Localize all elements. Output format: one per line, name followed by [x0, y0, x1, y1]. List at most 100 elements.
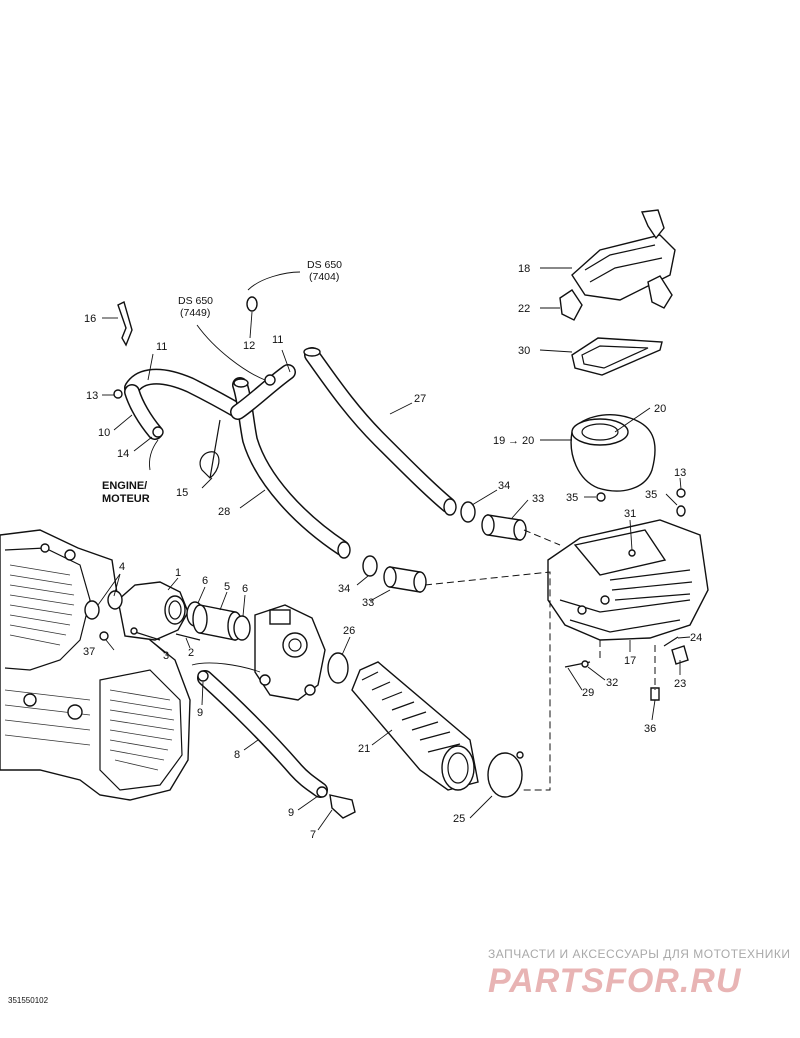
label-8: 8	[234, 749, 240, 761]
assembly-path-upper	[523, 529, 561, 546]
assembly-path-lower	[424, 571, 551, 791]
label-17: 17	[624, 655, 636, 667]
intake-boot-21	[351, 661, 479, 791]
label-11-left: 11	[156, 341, 167, 353]
part-labels: 16 11 13 10 14 ENGINE/ MOTEUR 15 28 DS 6…	[83, 259, 702, 841]
pin-24	[663, 636, 679, 647]
label-9-bottom: 9	[288, 807, 294, 819]
label-9-top: 9	[197, 707, 203, 719]
label-34-upper: 34	[498, 480, 510, 492]
cap-23	[671, 645, 689, 665]
fitting-13-right	[676, 488, 686, 498]
label-33-lower: 33	[362, 597, 374, 609]
label-6-left: 6	[202, 575, 208, 587]
engine-block	[0, 529, 191, 801]
label-18: 18	[518, 263, 530, 275]
grommet-12	[246, 296, 258, 312]
label-10: 10	[98, 427, 110, 439]
label-7: 7	[310, 829, 316, 841]
nut-37	[99, 631, 109, 641]
drain-36	[650, 687, 660, 701]
label-33-upper: 33	[532, 493, 544, 505]
o-ring-left	[84, 600, 100, 620]
gasket-30-inner	[581, 345, 649, 369]
label-36: 36	[644, 723, 656, 735]
label-11-right: 11	[272, 334, 283, 346]
vent-hose-11-left	[124, 368, 248, 420]
label-27: 27	[414, 393, 426, 405]
watermark-logo: PARTSFOR.RU	[488, 962, 742, 1000]
clip-18-top	[640, 209, 665, 240]
clamp-9-top	[197, 670, 209, 682]
label-23: 23	[674, 678, 686, 690]
sleeve-33-upper	[481, 514, 527, 541]
label-14: 14	[117, 448, 129, 460]
label-12: 12	[243, 340, 255, 352]
clamp-6-right	[233, 615, 251, 641]
label-32: 32	[606, 677, 618, 689]
clamp-9-bottom	[316, 786, 328, 798]
clamp-25	[487, 752, 523, 798]
label-35-left: 35	[566, 492, 578, 504]
screw-3	[130, 627, 161, 641]
label-29: 29	[582, 687, 594, 699]
label-37: 37	[83, 646, 95, 658]
label-2: 2	[188, 647, 194, 659]
fitting-13-left	[113, 389, 123, 399]
clamp-25-screw	[516, 751, 524, 759]
label-34-lower: 34	[338, 583, 350, 595]
clamp-26	[327, 652, 349, 684]
air-filter-20	[570, 414, 656, 492]
label-20-bottom: 20	[522, 435, 534, 447]
label-28: 28	[218, 506, 230, 518]
carburetor	[254, 604, 326, 701]
ds650-note-a-code: (7404)	[309, 271, 339, 283]
grommet-35-right	[676, 505, 686, 517]
ds650-note-b: DS 650	[178, 295, 213, 307]
air-box-17	[547, 519, 709, 641]
fitting-7	[329, 794, 356, 819]
engine-label-line1: ENGINE/	[102, 480, 147, 492]
ds650-note-a: DS 650	[307, 259, 342, 271]
label-3: 3	[163, 650, 169, 662]
label-15: 15	[176, 487, 188, 499]
leader-lines	[97, 267, 691, 831]
label-22: 22	[518, 303, 530, 315]
washer-32	[581, 660, 589, 668]
sleeve-33-lower	[383, 566, 427, 593]
label-19-arrow: →	[508, 435, 519, 447]
label-20-top: 20	[654, 403, 666, 415]
clamp-22-right	[647, 275, 673, 309]
label-13-right: 13	[674, 467, 686, 479]
hose-27	[303, 347, 457, 516]
clamp-34-upper	[460, 501, 476, 523]
label-16: 16	[84, 313, 96, 325]
diagram-reference-number: 351550102	[8, 996, 49, 1005]
label-21: 21	[358, 743, 370, 755]
clamp-34-lower	[362, 555, 378, 577]
clamp-22-left	[559, 289, 583, 321]
tie-15	[199, 419, 221, 479]
clamp-14	[152, 426, 164, 438]
grommet-35-left	[596, 492, 606, 502]
gasket-30	[571, 337, 663, 376]
hose-8-link	[191, 662, 261, 673]
label-31: 31	[624, 508, 636, 520]
clip-16	[117, 300, 133, 347]
label-25: 25	[453, 813, 465, 825]
label-19: 19	[493, 435, 505, 447]
label-1: 1	[175, 567, 181, 579]
intake-manifold	[117, 581, 189, 641]
label-6-right: 6	[242, 583, 248, 595]
hose-8	[197, 670, 328, 798]
hose-10	[124, 384, 163, 440]
label-35-right: 35	[645, 489, 657, 501]
label-4: 4	[119, 561, 125, 573]
engine-label-line2: MOTEUR	[102, 493, 150, 505]
label-24: 24	[690, 632, 702, 644]
label-13-left: 13	[86, 390, 98, 402]
label-30: 30	[518, 345, 530, 357]
hose-28	[230, 364, 351, 559]
ds650-note-b-code: (7449)	[180, 307, 210, 319]
